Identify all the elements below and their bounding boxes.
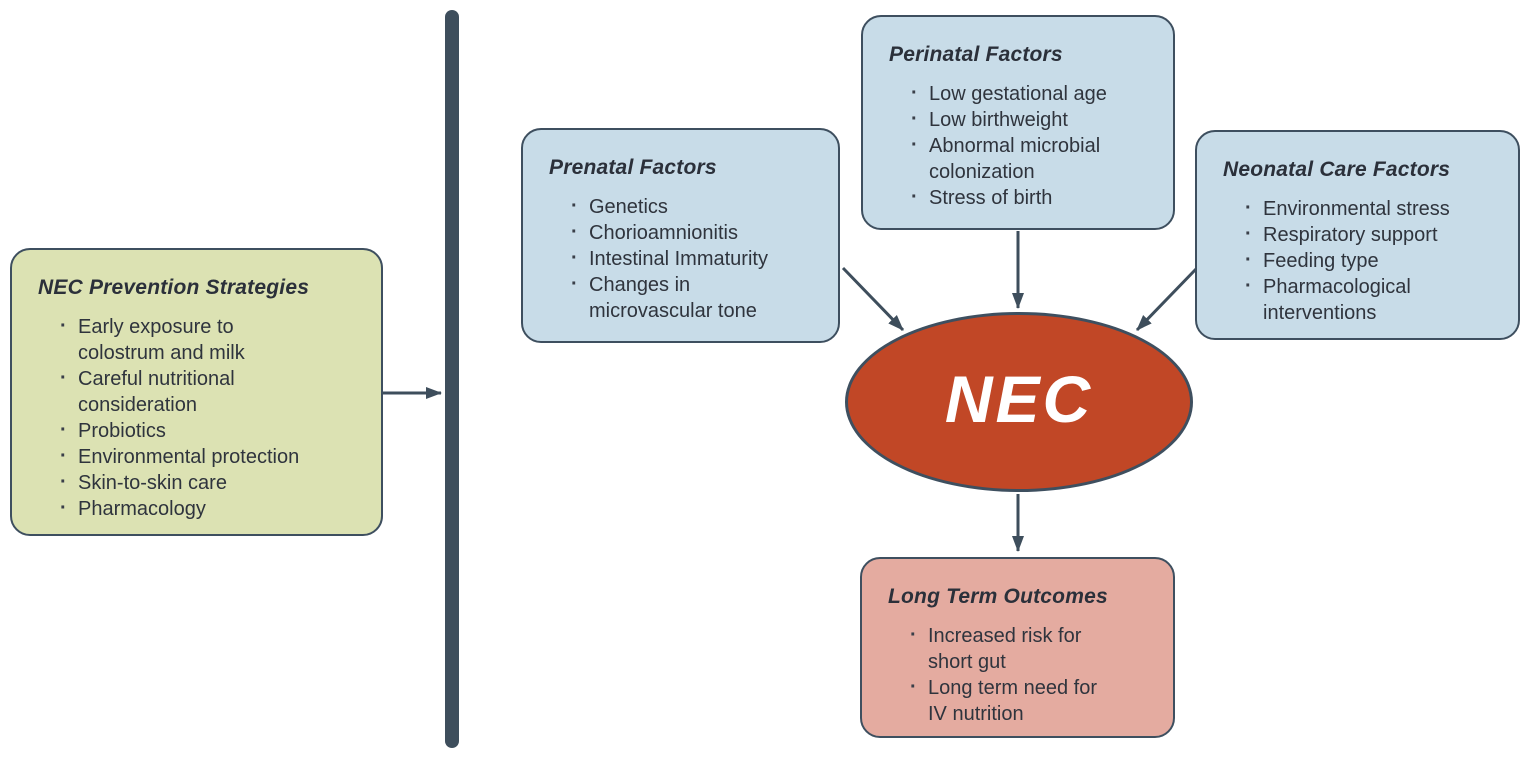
prevention-strategies-box: NEC Prevention Strategies Early exposure… [10,248,383,536]
box-title: NEC Prevention Strategies [38,276,310,299]
list-item: Respiratory support [1243,221,1475,248]
list-item: Genetics [569,193,801,220]
prenatal-factors-box: Prenatal Factors Genetics Chorioamnionit… [521,128,840,343]
perinatal-factors-box: Perinatal Factors Low gestational age Lo… [861,15,1175,230]
box-title: Perinatal Factors [889,43,1063,66]
nec-ellipse-node: NEC [845,312,1193,492]
box-title: Long Term Outcomes [888,585,1108,608]
list-item: Low birthweight [909,106,1141,133]
list-item: Increased risk for short gut [908,622,1113,675]
list-item: Changes in microvascular tone [569,271,801,324]
list-item: Intestinal Immaturity [569,245,801,272]
list-item: Pharmacology [58,495,318,522]
list-item: Pharmacological interventions [1243,273,1475,326]
bullet-list: Early exposure to colostrum and milk Car… [12,313,381,522]
bullet-list: Increased risk for short gut Long term n… [862,622,1173,727]
list-item: Abnormal microbial colonization [909,132,1141,185]
list-item: Stress of birth [909,184,1141,211]
list-item: Chorioamnionitis [569,219,801,246]
list-item: Careful nutritional consideration [58,365,318,418]
box-title: Neonatal Care Factors [1223,158,1451,181]
box-title: Prenatal Factors [549,156,717,179]
bullet-list: Environmental stress Respiratory support… [1197,195,1518,326]
list-item: Feeding type [1243,247,1475,274]
arrow-neonatal-to-nec [1135,266,1199,332]
list-item: Early exposure to colostrum and milk [58,313,318,366]
divider-bar [445,10,459,748]
bullet-list: Genetics Chorioamnionitis Intestinal Imm… [523,193,838,324]
list-item: Environmental protection [58,443,318,470]
long-term-outcomes-box: Long Term Outcomes Increased risk for sh… [860,557,1175,738]
list-item: Long term need for IV nutrition [908,674,1113,727]
list-item: Skin-to-skin care [58,469,318,496]
bullet-list: Low gestational age Low birthweight Abno… [863,80,1173,211]
list-item: Low gestational age [909,80,1141,107]
list-item: Probiotics [58,417,318,444]
nec-label: NEC [944,362,1094,436]
arrow-prenatal-to-nec [841,266,905,332]
neonatal-care-factors-box: Neonatal Care Factors Environmental stre… [1195,130,1520,340]
list-item: Environmental stress [1243,195,1475,222]
